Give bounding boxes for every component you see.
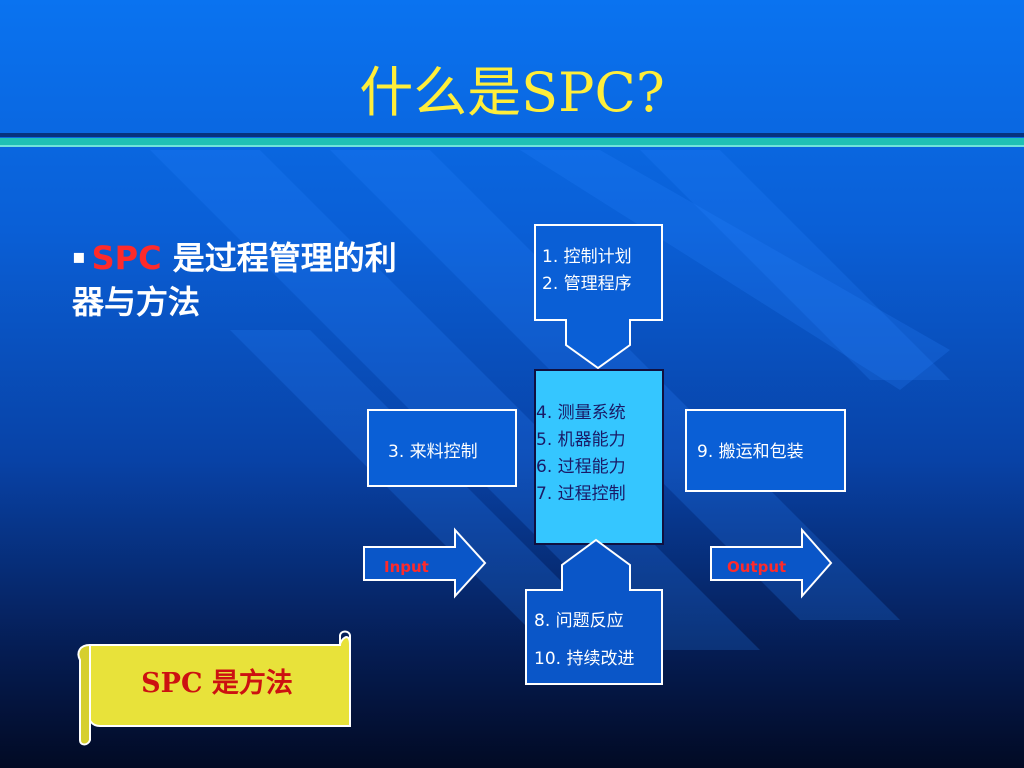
scroll-right-curl [339,630,351,645]
right-box [685,409,846,492]
top-box-text: 1. 控制计划 2. 管理程序 [542,244,662,298]
right-box-text: 9. 搬运和包装 [697,442,804,462]
title-rule-light [0,145,1024,147]
bottom-box-arrow [525,538,663,685]
bottom-box-line-1: 8. 问题反应 [534,611,624,631]
center-box-line-2: 5. 机器能力 [536,430,626,450]
center-box-line-1: 4. 测量系统 [536,403,626,423]
center-box-text: 4. 测量系统 5. 机器能力 6. 过程能力 7. 过程控制 [536,400,662,508]
center-box-line-4: 7. 过程控制 [536,484,626,504]
bottom-box-line-2: 10. 持续改进 [534,649,635,669]
left-box-text: 3. 来料控制 [388,442,478,462]
output-arrow [710,527,833,599]
input-label: Input [384,558,429,576]
bullet-highlight: SPC [91,239,162,277]
scroll-left-curl [77,643,91,746]
title-rule-dark [0,133,1024,137]
top-box-line-1: 1. 控制计划 [542,247,632,267]
title-rule-teal [0,138,1024,145]
center-box-line-3: 6. 过程能力 [536,457,626,477]
bottom-box-text: 8. 问题反应 10. 持续改进 [534,602,664,678]
bullet-square-icon: ▪ [72,244,86,268]
page-title: 什么是SPC? [359,61,665,124]
bullet-text: 是过程管理的利器与方法 [72,239,397,321]
top-box-arrow [534,224,663,370]
input-arrow [363,527,487,599]
banner-text: SPC 是方法 [141,668,293,699]
top-box-line-2: 2. 管理程序 [542,274,632,294]
bullet-point: ▪SPC 是过程管理的利器与方法 [72,234,402,324]
left-box [367,409,517,487]
output-label: Output [727,558,787,576]
